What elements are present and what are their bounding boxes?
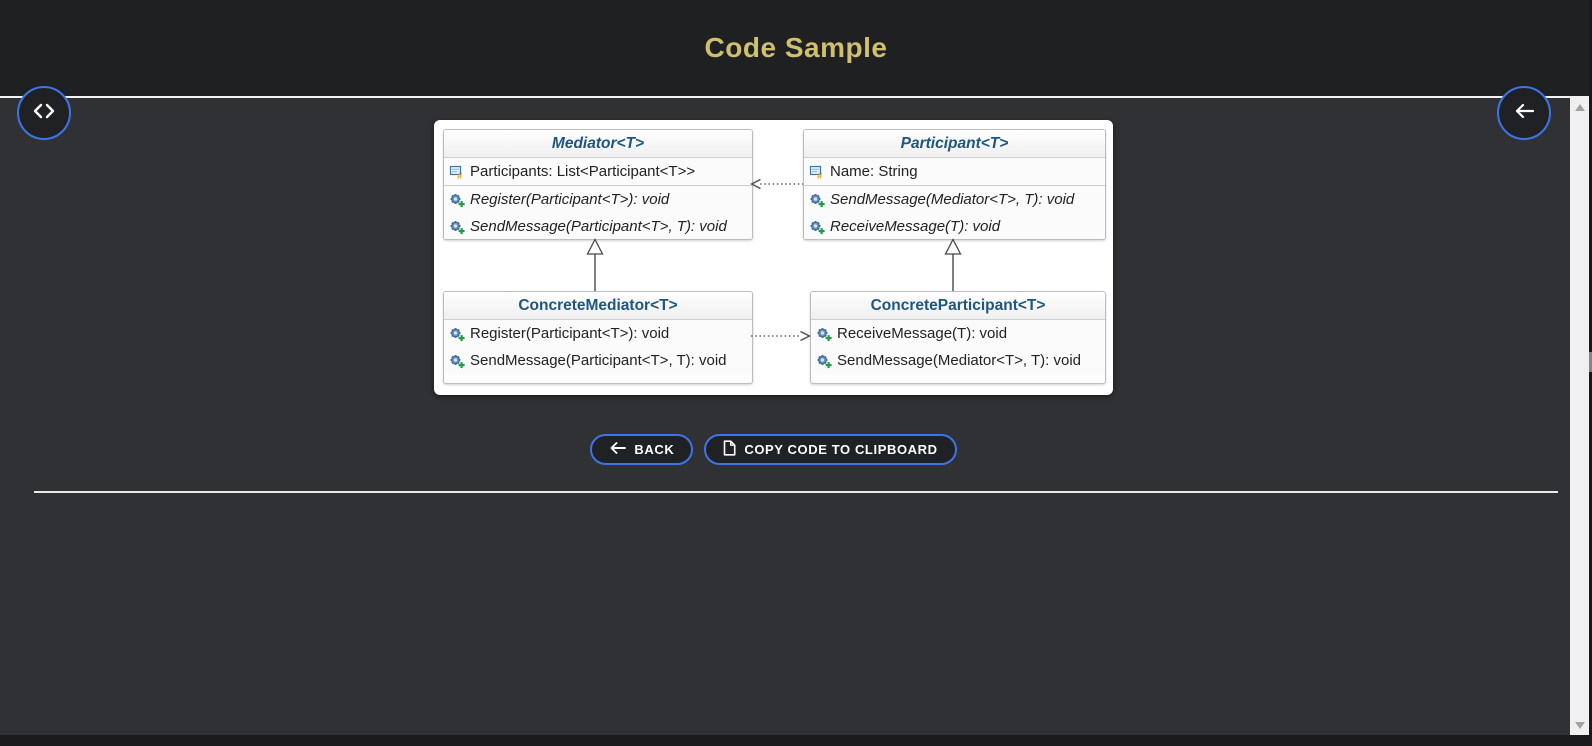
uml-member-text: Register(Participant<T>): void [470, 191, 670, 208]
header-divider [0, 96, 1592, 98]
uml-member-text: SendMessage(Participant<T>, T): void [470, 218, 727, 235]
uml-class-title: Participant<T> [804, 130, 1105, 158]
uml-member-row: Register(Participant<T>): void [444, 186, 752, 213]
uml-member-row: Register(Participant<T>): void [444, 320, 752, 347]
uml-member-row: SendMessage(Participant<T>, T): void [444, 213, 752, 239]
scroll-up-icon[interactable] [1574, 104, 1585, 111]
uml-class-mediator: Mediator<T> # Participants: List<Particip… [443, 129, 753, 240]
copy-code-button[interactable]: COPY CODE TO CLIPBOARD [704, 434, 957, 465]
uml-member-text: Name: String [830, 163, 918, 180]
uml-class-title: Mediator<T> [444, 130, 752, 158]
method-icon [449, 353, 465, 369]
uml-member-text: ReceiveMessage(T): void [830, 218, 1001, 235]
uml-class-concrete-mediator: ConcreteMediator<T> Register(Participant… [443, 291, 753, 384]
method-icon [449, 219, 465, 235]
uml-member-row: # Participants: List<Participant<T>> [444, 158, 752, 185]
document-icon [723, 440, 736, 459]
uml-class-title: ConcreteParticipant<T> [811, 292, 1105, 320]
svg-text:#: # [457, 171, 463, 180]
arrow-left-icon [1513, 102, 1535, 125]
window-edge [1589, 0, 1592, 746]
dependency-arrow-concretemediator-to-concreteparticipant [751, 330, 811, 342]
uml-member-row: SendMessage(Mediator<T>, T): void [804, 186, 1105, 213]
uml-member-row: # Name: String [804, 158, 1105, 185]
uml-member-row: ReceiveMessage(T): void [804, 213, 1105, 239]
uml-member-text: SendMessage(Participant<T>, T): void [470, 352, 727, 369]
dependency-arrow-participant-to-mediator [750, 178, 803, 190]
back-button[interactable]: BACK [590, 434, 694, 465]
uml-member-row: ReceiveMessage(T): void [811, 320, 1105, 347]
bottom-edge [0, 735, 1592, 746]
uml-class-concrete-participant: ConcreteParticipant<T> ReceiveMessage(T)… [810, 291, 1106, 384]
field-icon: # [809, 164, 825, 180]
method-icon [809, 219, 825, 235]
window-scrollbar-thumb[interactable] [1589, 352, 1592, 372]
uml-member-text: Register(Participant<T>): void [470, 325, 670, 342]
arrow-left-icon [609, 441, 627, 458]
code-icon [31, 102, 57, 125]
inheritance-arrow-left [586, 238, 604, 291]
uml-fields-section: # Participants: List<Participant<T>> [444, 158, 752, 186]
method-icon [449, 326, 465, 342]
section-divider [34, 491, 1558, 493]
uml-class-participant: Participant<T> # Name: String SendMessage… [803, 129, 1106, 240]
uml-member-text: SendMessage(Mediator<T>, T): void [830, 191, 1075, 208]
method-icon [816, 353, 832, 369]
view-code-button[interactable] [17, 86, 71, 140]
header: Code Sample [0, 0, 1592, 96]
method-icon [816, 326, 832, 342]
uml-class-title: ConcreteMediator<T> [444, 292, 752, 320]
method-icon [809, 192, 825, 208]
copy-code-button-label: COPY CODE TO CLIPBOARD [744, 442, 938, 457]
uml-member-row: SendMessage(Mediator<T>, T): void [811, 347, 1105, 374]
uml-member-row: SendMessage(Participant<T>, T): void [444, 347, 752, 374]
svg-text:#: # [817, 171, 823, 180]
uml-diagram-card: Mediator<T> # Participants: List<Particip… [434, 120, 1113, 395]
vertical-scrollbar[interactable] [1570, 98, 1589, 735]
method-icon [449, 192, 465, 208]
actions-row: BACK COPY CODE TO CLIPBOARD [0, 434, 1547, 465]
uml-member-text: ReceiveMessage(T): void [837, 325, 1008, 342]
back-button-label: BACK [634, 442, 675, 457]
uml-member-text: SendMessage(Mediator<T>, T): void [837, 352, 1082, 369]
scroll-back-button[interactable] [1497, 86, 1551, 140]
scroll-down-icon[interactable] [1574, 722, 1585, 729]
field-icon: # [449, 164, 465, 180]
page-title: Code Sample [704, 32, 888, 63]
uml-member-text: Participants: List<Participant<T>> [470, 163, 696, 180]
inheritance-arrow-right [944, 238, 962, 291]
uml-fields-section: # Name: String [804, 158, 1105, 186]
